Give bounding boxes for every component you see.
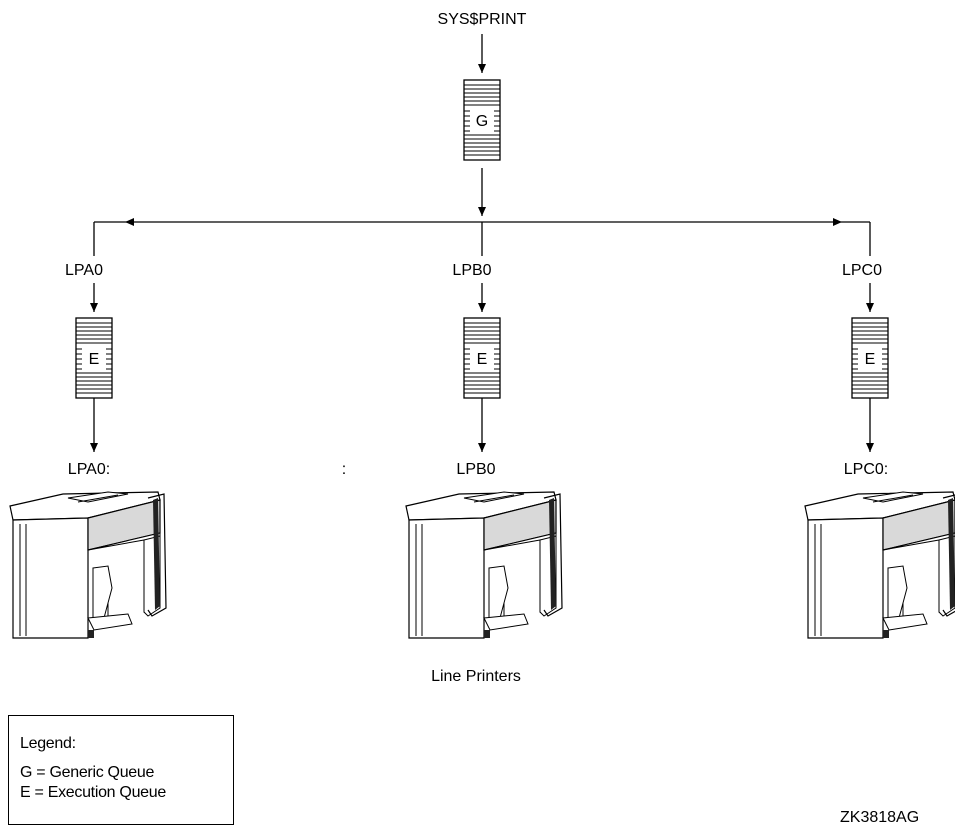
generic-queue-letter: G <box>476 113 488 130</box>
execution-queue-letter-b: E <box>477 351 488 368</box>
execution-queue-letter-a: E <box>89 351 100 368</box>
device-lpa0: LPA0: <box>68 461 110 478</box>
queue-name-lpa0: LPA0 <box>65 262 103 279</box>
stray-colon: : <box>342 461 346 478</box>
printers-caption: Line Printers <box>431 668 521 685</box>
queue-name-lpc0: LPC0 <box>842 262 882 279</box>
legend-title: Legend: <box>20 735 76 752</box>
line-printer-icon-b <box>405 487 563 639</box>
figure-id: ZK3818AG <box>840 809 919 825</box>
legend-execution: E = Execution Queue <box>20 784 166 801</box>
queue-name-lpb0: LPB0 <box>452 262 491 279</box>
execution-queue-letter-c: E <box>865 351 876 368</box>
legend-box: Legend: G = Generic Queue E = Execution … <box>8 715 234 825</box>
device-lpb0: LPB0 <box>456 461 495 478</box>
source-label: SYS$PRINT <box>438 11 527 28</box>
legend-generic: G = Generic Queue <box>20 764 155 781</box>
device-lpc0: LPC0: <box>844 461 888 478</box>
line-printer-icon-c <box>804 487 955 639</box>
line-printer-icon-a <box>9 487 167 639</box>
